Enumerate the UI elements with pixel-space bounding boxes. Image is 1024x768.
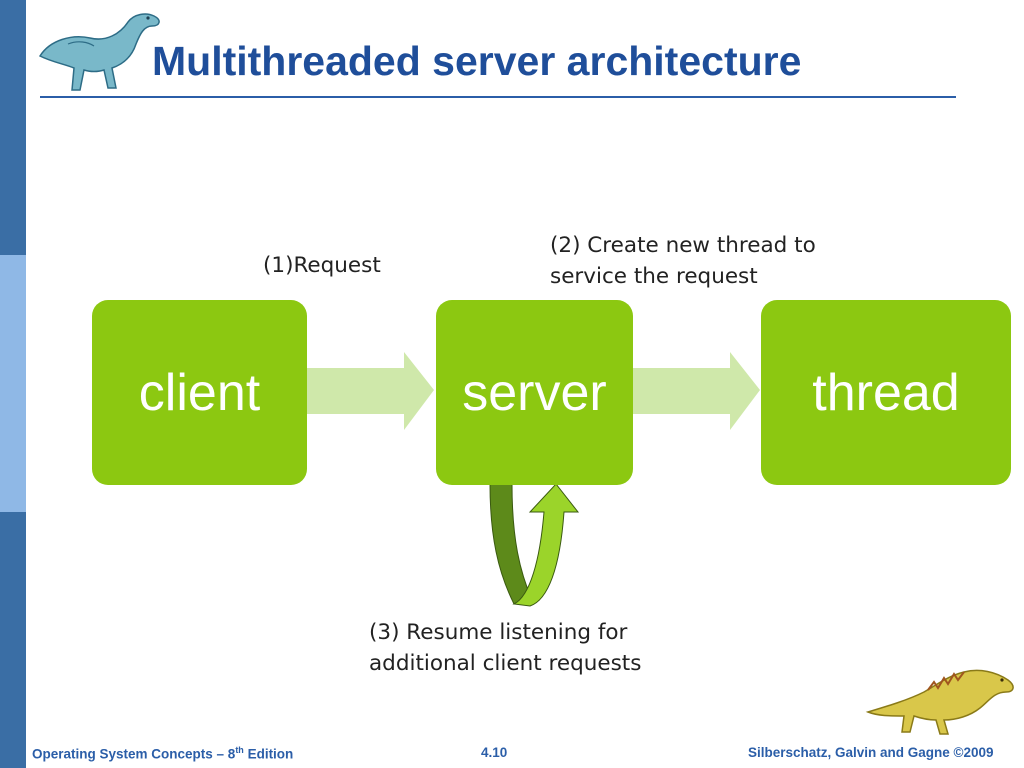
resume-loop-arrow-back xyxy=(489,483,533,605)
step1-label: (1)Request xyxy=(263,253,381,278)
thread-node: thread xyxy=(761,300,1011,485)
footer-book-sup: th xyxy=(235,745,244,755)
dinosaur-bottom-right-icon xyxy=(865,669,1014,735)
footer-page-number: 4.10 xyxy=(481,745,508,760)
step3-label-line2: additional client requests xyxy=(369,651,642,676)
footer-book-title: Operating System Concepts – 8 xyxy=(32,746,236,762)
create-thread-arrow xyxy=(630,352,760,430)
step3-label-line1: (3) Resume listening for xyxy=(369,620,628,645)
footer-book: Operating System Concepts – 8th Edition xyxy=(32,745,293,762)
slide-title: Multithreaded server architecture xyxy=(152,38,802,84)
resume-loop-arrow-front xyxy=(512,483,580,607)
server-node: server xyxy=(436,300,633,485)
dinosaur-top-left-icon xyxy=(38,13,160,91)
step2-label-line2: service the request xyxy=(550,264,758,289)
sidebar-highlight xyxy=(0,255,26,512)
client-node: client xyxy=(92,300,307,485)
footer-book-suffix: Edition xyxy=(243,746,294,762)
request-arrow xyxy=(306,352,434,430)
title-divider xyxy=(40,96,956,98)
footer-authors: Silberschatz, Galvin and Gagne ©2009 xyxy=(748,745,994,760)
step2-label-line1: (2) Create new thread to xyxy=(550,233,816,258)
